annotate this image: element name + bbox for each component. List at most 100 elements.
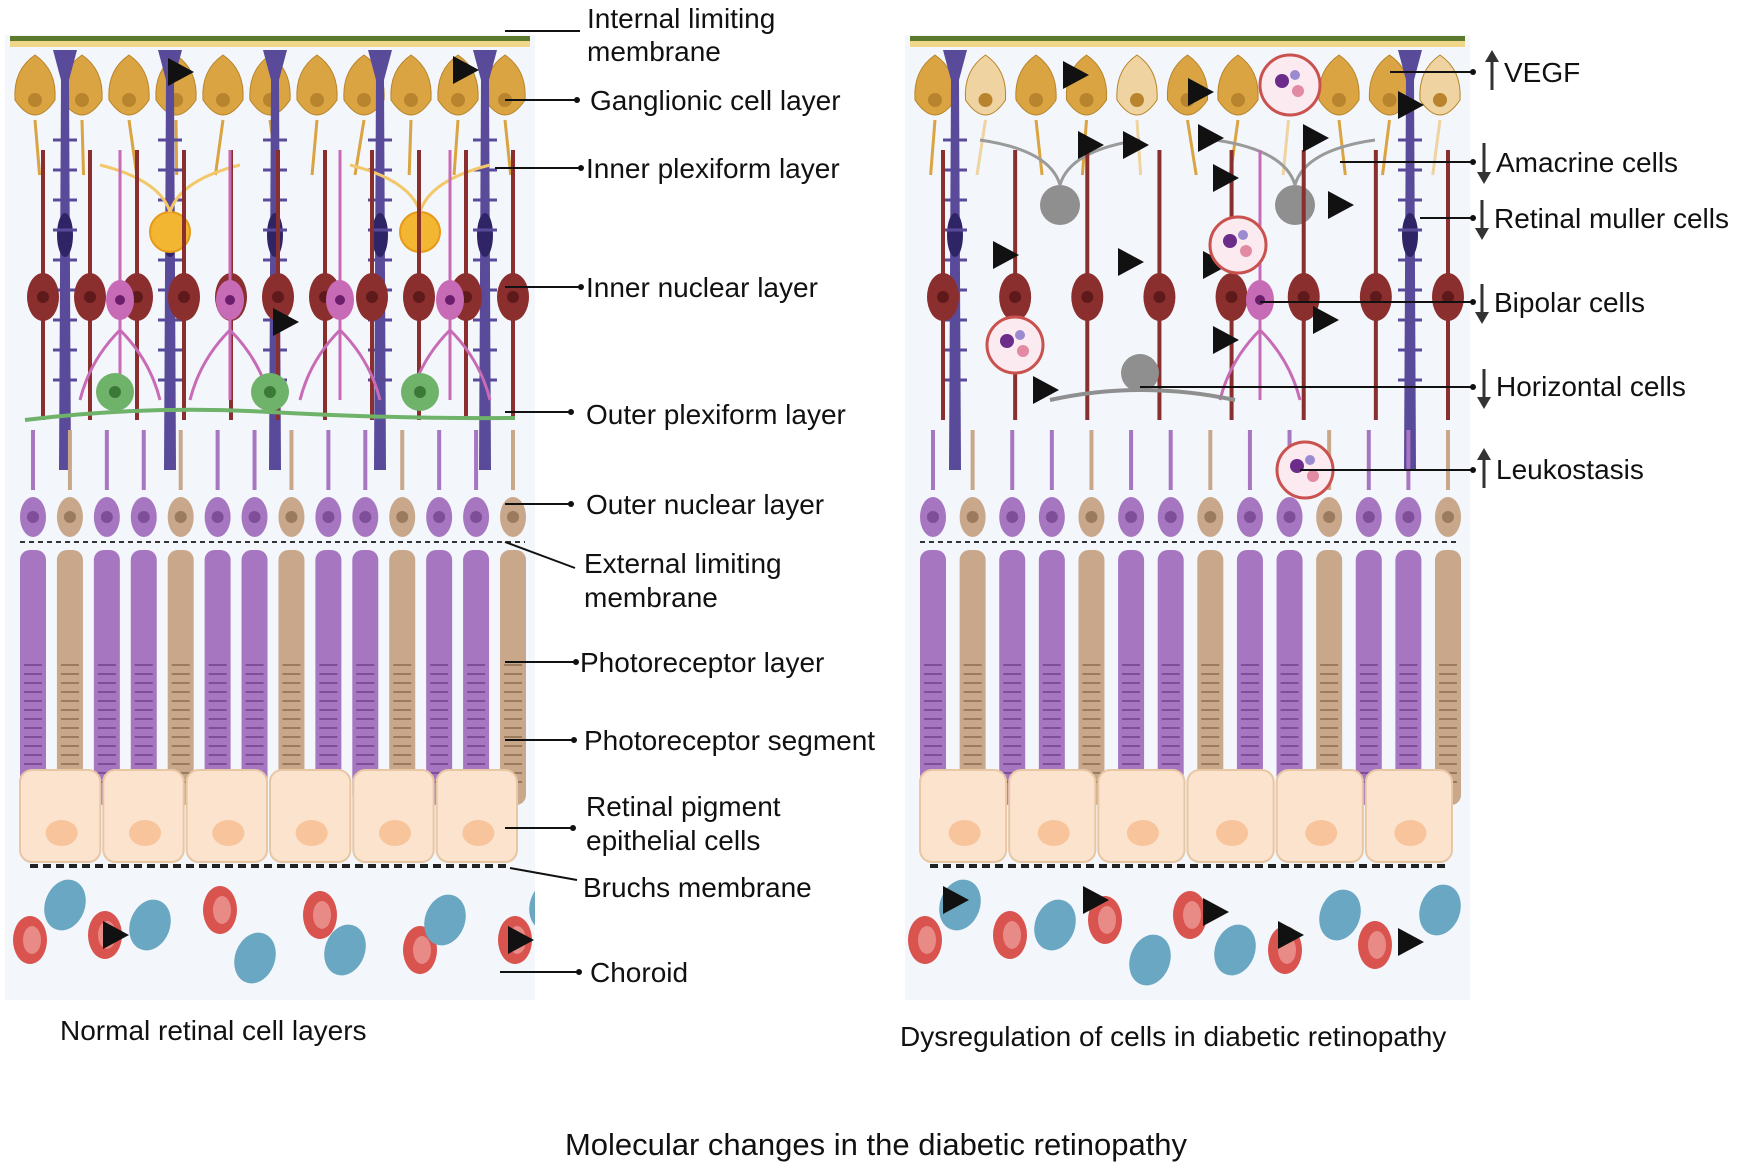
leukocyte <box>1223 234 1237 248</box>
arrowhead-marker <box>1278 921 1304 949</box>
figure-title: Molecular changes in the diabetic retino… <box>565 1127 1188 1162</box>
rod-cell <box>241 550 268 805</box>
red-blood-cell-center <box>1003 921 1021 949</box>
photoreceptor-nucleus <box>174 511 187 523</box>
leukocyte <box>1292 85 1304 97</box>
red-blood-cell-center <box>213 896 231 924</box>
photoreceptor-nucleus <box>63 511 76 523</box>
internal-limiting-membrane <box>10 36 530 41</box>
ganglion-cell <box>1318 54 1360 116</box>
rpe-cell <box>1275 769 1364 863</box>
red-blood-cell-center <box>1098 906 1116 934</box>
photoreceptor-nucleus <box>1402 511 1415 523</box>
caption-diabetic-retina: Dysregulation of cells in diabetic retin… <box>900 1021 1446 1052</box>
label-external-limiting-membrane: External limiting membrane <box>584 548 789 613</box>
ganglion-nucleus <box>310 93 324 107</box>
bipolar-nucleus <box>1442 291 1454 303</box>
photoreceptor-nucleus <box>470 511 483 523</box>
photoreceptor-nucleus <box>507 511 519 523</box>
pink-bipolar-nucleus <box>115 295 125 305</box>
label-internal-limiting-membrane: Internal limiting membrane <box>587 3 783 67</box>
photoreceptor-nucleus <box>359 511 372 523</box>
rod-cell <box>463 550 490 805</box>
ganglion-nucleus <box>1079 93 1094 107</box>
bipolar-nucleus <box>366 291 378 303</box>
horizontal-cell-reduced <box>1121 354 1159 392</box>
photoreceptor-nucleus <box>1243 511 1256 523</box>
leukocyte <box>1307 470 1319 482</box>
ganglion-nucleus <box>1231 93 1245 107</box>
rpe-cell <box>1186 769 1275 863</box>
ganglion-axon <box>33 119 42 176</box>
ganglion-cell <box>14 54 56 116</box>
white-blood-cell <box>1129 934 1171 986</box>
photoreceptor-nucleus <box>396 511 409 523</box>
arrowhead-marker <box>1328 191 1354 219</box>
pink-bipolar-nucleus <box>225 295 235 305</box>
white-blood-cell <box>1214 924 1256 976</box>
arrowhead-marker <box>1213 164 1239 192</box>
rpe-nucleus <box>45 820 78 846</box>
ganglion-cell <box>964 54 1007 116</box>
ganglion-nucleus <box>1433 93 1447 107</box>
arrowhead-marker <box>1398 928 1424 956</box>
photoreceptor-nucleus <box>1442 511 1454 523</box>
rod-cell <box>920 550 946 805</box>
bipolar-nucleus <box>937 291 949 303</box>
leukocyte <box>1290 70 1300 80</box>
arrowhead-marker <box>993 241 1019 269</box>
photoreceptor-nucleus <box>927 511 939 523</box>
ganglion-axon <box>213 119 225 176</box>
label-bruchs-membrane: Bruchs membrane <box>583 872 812 903</box>
rod-cell <box>1276 550 1303 805</box>
normal-retina-panel <box>5 35 535 1000</box>
label-retinal-muller-cells: Retinal muller cells <box>1494 203 1729 234</box>
rod-cell <box>1236 550 1263 805</box>
ganglion-axon <box>452 119 460 176</box>
rpe-nucleus <box>212 820 245 846</box>
rpe-nucleus <box>1394 820 1427 846</box>
rod-cell <box>20 550 46 805</box>
leukocyte-vessel <box>985 315 1045 375</box>
label-bipolar-cells: Bipolar cells <box>1494 287 1645 318</box>
white-blood-cell <box>1419 884 1461 936</box>
cone-cell <box>167 550 194 805</box>
membrane-band <box>10 41 530 47</box>
arrowhead-marker <box>273 308 299 336</box>
arrowhead-marker <box>943 886 969 914</box>
label-ganglionic-cell-layer: Ganglionic cell layer <box>590 85 841 116</box>
white-blood-cell <box>324 924 366 976</box>
pink-bipolar-process <box>1218 150 1302 401</box>
cone-cell <box>959 550 986 805</box>
arrowhead-marker <box>1398 91 1424 119</box>
label-choroid: Choroid <box>590 957 688 988</box>
down-arrow-icon <box>1475 200 1489 240</box>
rpe-nucleus <box>379 820 411 846</box>
rpe-cell <box>435 769 518 863</box>
ganglion-nucleus <box>216 93 230 107</box>
down-arrow-icon <box>1477 143 1491 184</box>
cone-cell <box>278 550 305 805</box>
label-horizontal-cells: Horizontal cells <box>1496 371 1686 402</box>
arrowhead-marker <box>1063 61 1089 89</box>
pink-bipolar-nucleus <box>335 295 345 305</box>
muller-nucleus <box>477 213 493 257</box>
ganglion-axon <box>503 119 513 176</box>
ganglion-nucleus <box>451 93 465 107</box>
label-inner-nuclear-layer: Inner nuclear layer <box>586 272 818 303</box>
photoreceptor-nucleus <box>27 511 39 523</box>
ganglion-nucleus <box>122 93 136 107</box>
horizontal-process <box>24 407 516 422</box>
ganglion-axon <box>80 119 86 176</box>
cone-cell <box>1197 550 1224 805</box>
cone-cell <box>1078 550 1105 805</box>
photoreceptor-nucleus <box>1323 511 1336 523</box>
ganglion-nucleus <box>1382 93 1397 107</box>
red-blood-cell-center <box>1183 901 1201 929</box>
rpe-cell <box>269 769 352 863</box>
leukocyte <box>1240 245 1252 257</box>
rpe-nucleus <box>1216 820 1249 846</box>
photoreceptor-nucleus <box>1125 511 1138 523</box>
leukocyte <box>1238 230 1248 240</box>
membrane-band <box>910 41 1465 47</box>
